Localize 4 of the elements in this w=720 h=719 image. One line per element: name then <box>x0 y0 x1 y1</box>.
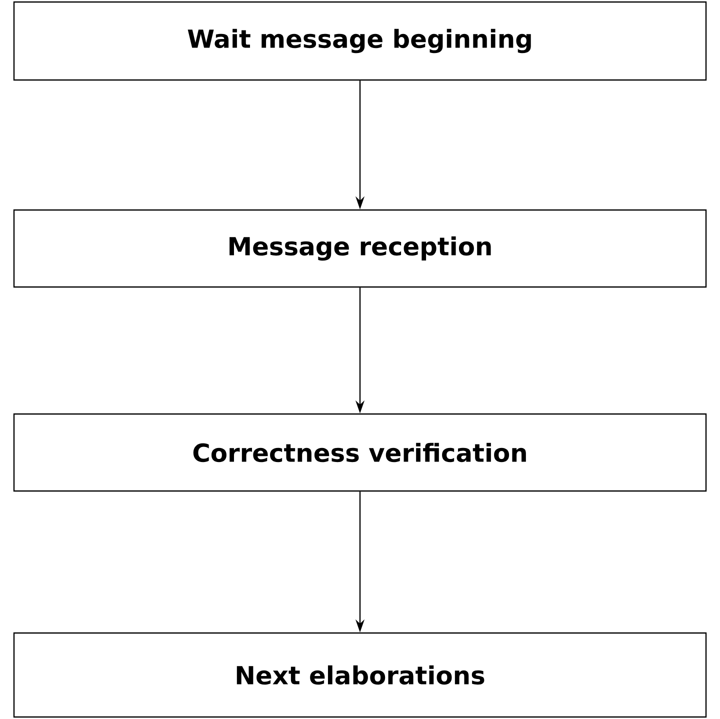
process-box: Correctness verification <box>13 413 707 492</box>
process-box: Next elaborations <box>13 632 707 718</box>
process-box: Wait message beginning <box>13 1 707 81</box>
process-box: Message reception <box>13 209 707 288</box>
